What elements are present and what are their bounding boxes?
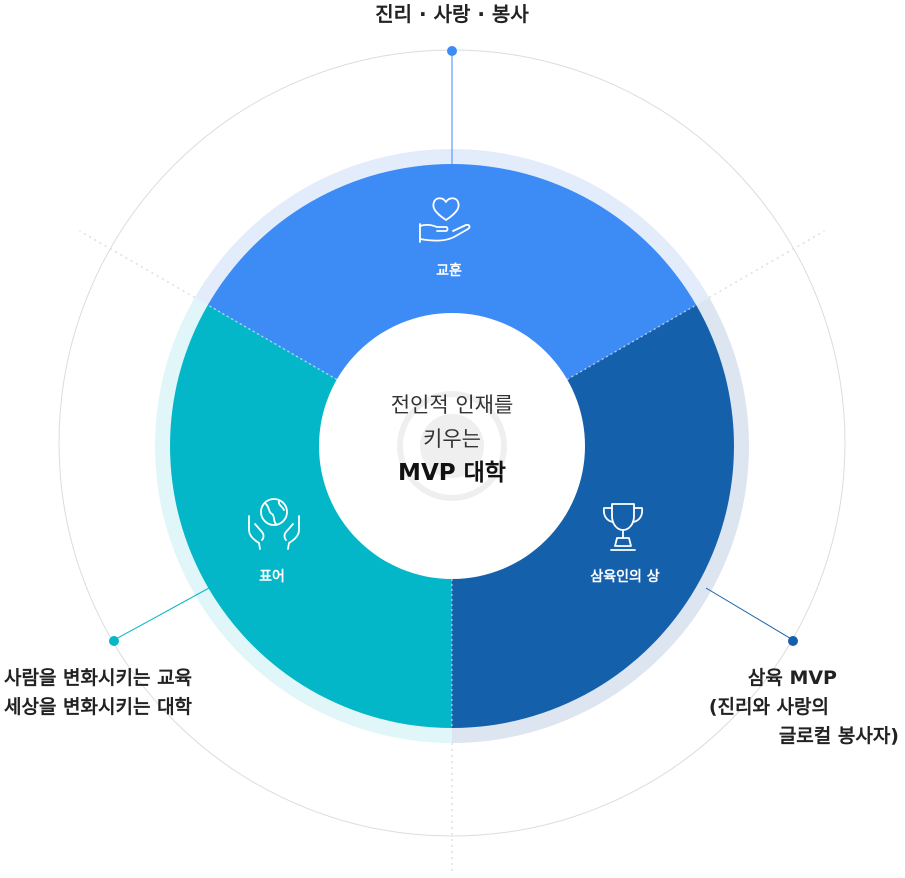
heart-hand-icon: [419, 197, 471, 243]
connector-dot-left: [109, 636, 119, 646]
right-callout-line-3: 글로컬 봉사자): [778, 725, 899, 747]
guide-line-upper-left: [79, 230, 196, 299]
right-callout: 삼육 MVP (진리와 사랑의 글로컬 봉사자): [709, 664, 899, 751]
top-callout-text: 진리 · 사랑 · 봉사: [375, 2, 529, 26]
top-callout: 진리 · 사랑 · 봉사: [375, 0, 528, 29]
center-line-3: MVP 대학: [398, 460, 506, 486]
connector-line-right: [705, 587, 794, 641]
right-callout-line-2: (진리와 사랑의: [708, 696, 829, 718]
segment-label-ideal-person: 삼육인의 상: [590, 568, 659, 585]
center-caption: 전인적 인재를 키우는 MVP 대학: [391, 388, 514, 490]
university-seal-watermark: [397, 391, 507, 501]
left-callout-line-1: 사람을 변화시키는 교육: [4, 667, 193, 689]
connector-dot-top: [447, 46, 457, 56]
right-callout-line-1: 삼육 MVP: [747, 667, 837, 689]
center-line-1: 전인적 인재를: [390, 393, 514, 417]
center-line-2: 키우는: [423, 427, 481, 451]
segment-motto: [207, 164, 697, 446]
guide-line-upper-right: [708, 230, 825, 299]
center-circle: [319, 313, 585, 579]
left-callout: 사람을 변화시키는 교육 세상을 변화시키는 대학: [4, 664, 192, 722]
trophy-icon: [602, 503, 644, 551]
segment-label-motto: 교훈: [436, 262, 462, 279]
segment-label-slogan: 표어: [259, 568, 285, 585]
globe-hands-icon: [248, 498, 300, 550]
connector-dot-right: [788, 636, 798, 646]
left-callout-line-2: 세상을 변화시키는 대학: [4, 696, 193, 718]
connector-line-left: [113, 587, 210, 641]
